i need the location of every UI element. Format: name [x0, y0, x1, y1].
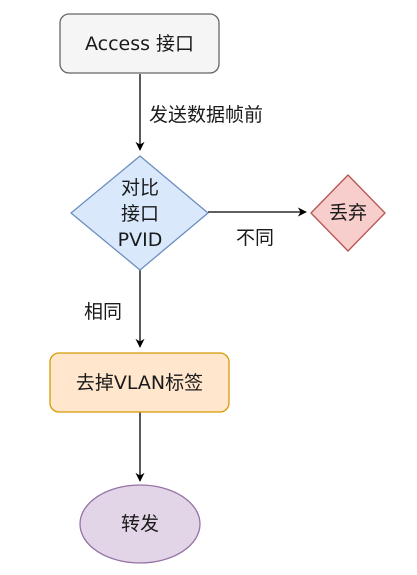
forward-node: 转发: [79, 484, 201, 564]
decision-line-1: 对比: [121, 177, 159, 199]
strip-tag-node: 去掉VLAN标签: [49, 352, 230, 413]
start-node: Access 接口: [59, 13, 220, 74]
decision-node-shape: [70, 155, 209, 271]
edge-label-before-send: 发送数据帧前: [149, 104, 263, 126]
drop-node-label: 丢弃: [329, 202, 367, 224]
drop-node-shape: [310, 174, 386, 252]
start-node-label: Access 接口: [85, 33, 194, 55]
decision-node: 对比 接口 PVID: [70, 155, 209, 271]
start-node-shape: [59, 13, 220, 74]
decision-line-3: PVID: [118, 229, 163, 251]
edge-label-different: 不同: [236, 227, 274, 249]
drop-node: 丢弃: [310, 174, 386, 252]
forward-node-label: 转发: [121, 513, 159, 535]
strip-tag-node-shape: [49, 352, 230, 413]
strip-tag-node-label: 去掉VLAN标签: [76, 372, 203, 394]
forward-node-shape: [79, 484, 201, 564]
edge-label-same: 相同: [84, 301, 122, 323]
decision-line-2: 接口: [121, 203, 159, 225]
